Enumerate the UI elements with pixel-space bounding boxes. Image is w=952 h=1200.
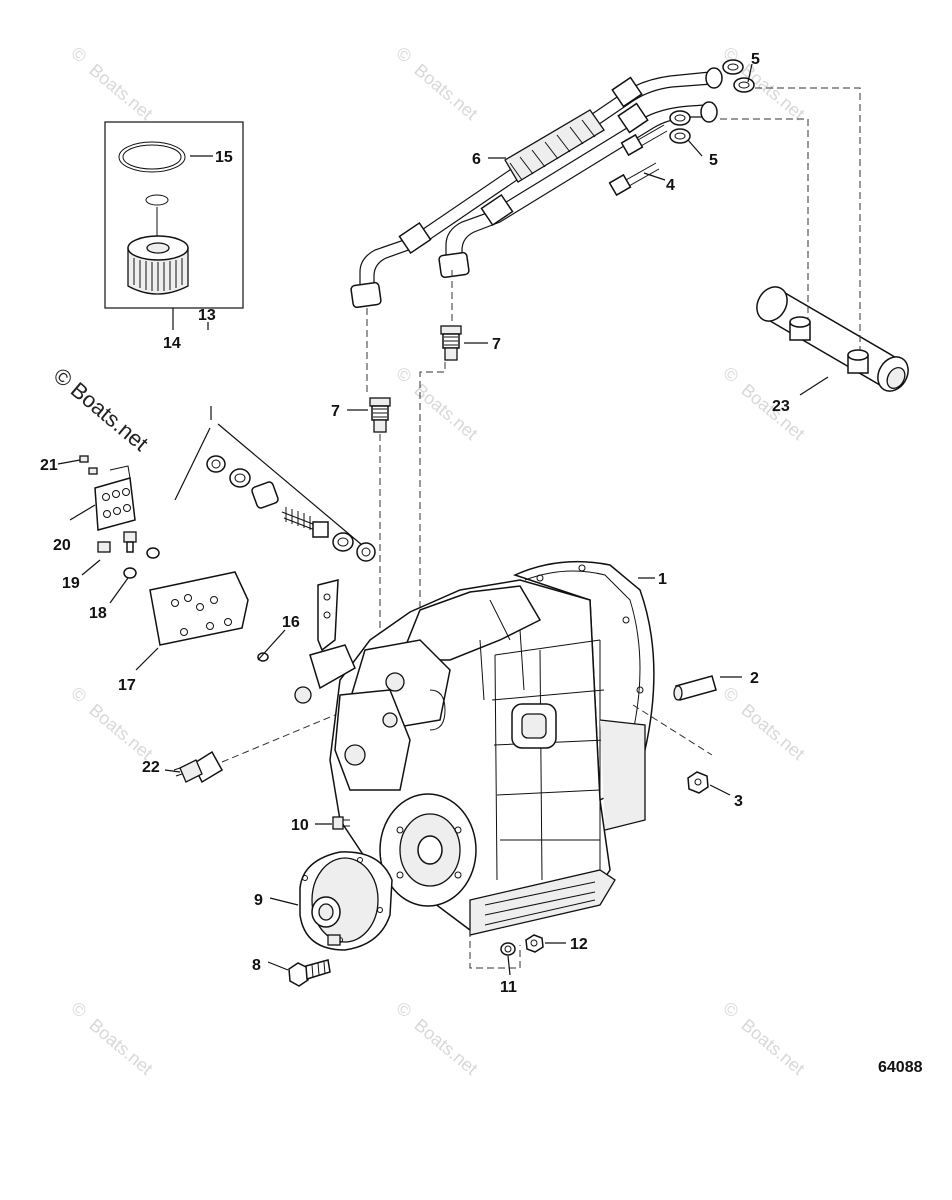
- dash-to-washer-nut: [469, 930, 521, 969]
- dash-to-nut-3: [632, 704, 713, 756]
- watermark-tile: ©: [392, 43, 415, 67]
- watermark-tiles: © Boats.net © Boats.net © Boats.net © Bo…: [67, 43, 808, 1079]
- o-ring-part: [118, 141, 186, 173]
- watermark-tile: Boats.net: [737, 1015, 808, 1079]
- watermark-tile: ©: [392, 363, 415, 387]
- callout-2: 2: [750, 670, 759, 687]
- watermark-tile: ©: [67, 683, 90, 707]
- callout-5-lower: 5: [709, 152, 718, 169]
- watermark-tile: ©: [392, 998, 415, 1022]
- callout-7-lower: 7: [331, 403, 340, 420]
- o-ring-inner: [122, 144, 182, 170]
- sealing-washer-parts: [669, 59, 755, 144]
- transmission-housing-part: [294, 560, 655, 936]
- hose-fitting-left: [350, 281, 382, 309]
- oil-cooler-part: [756, 286, 909, 392]
- diagram-number: 64088: [878, 1059, 923, 1076]
- leader-lines: [57, 63, 829, 976]
- callout-18: 18: [89, 605, 107, 622]
- watermark-tile: ©: [719, 998, 742, 1022]
- screw-21-parts: [79, 455, 98, 475]
- watermark-tile: Boats.net: [85, 1015, 156, 1079]
- mount-kit-parts: [174, 423, 376, 562]
- watermark-tile: Boats.net: [85, 60, 156, 124]
- callout-21: 21: [40, 457, 58, 474]
- callout-5-upper: 5: [751, 51, 760, 68]
- callout-12: 12: [570, 936, 588, 953]
- dash-to-sensor: [221, 714, 336, 763]
- callout-4: 4: [666, 177, 675, 194]
- watermark-tile: Boats.net: [85, 700, 156, 764]
- watermark-tile: ©: [67, 43, 90, 67]
- washer-11-part: [500, 942, 516, 956]
- screw-19-parts: [97, 531, 160, 559]
- nut-12-part: [525, 934, 544, 953]
- watermark-tile: Boats.net: [737, 700, 808, 764]
- nut-16-part: [257, 652, 269, 662]
- callout-23: 23: [772, 398, 790, 415]
- hose-fitting-right: [438, 251, 470, 279]
- filter-element-part: [127, 235, 189, 295]
- callout-9: 9: [254, 892, 263, 909]
- hose-adapter-fitting-lower: [369, 397, 391, 433]
- callout-8: 8: [252, 957, 261, 974]
- cooler-hose-assembly: [350, 67, 723, 309]
- nut-3-part: [687, 771, 709, 794]
- watermark-tile: Boats.net: [410, 380, 481, 444]
- watermark-tile: Boats.net: [410, 1015, 481, 1079]
- cooler-dashed-lines: [366, 87, 861, 640]
- watermark-tile: ©: [719, 683, 742, 707]
- washer-18-part: [123, 567, 137, 579]
- watermark-tile: ©: [719, 363, 742, 387]
- watermark-main: © Boats.net: [49, 363, 153, 456]
- watermark-tile: Boats.net: [410, 60, 481, 124]
- callout-10: 10: [291, 817, 309, 834]
- callout-3: 3: [734, 793, 743, 810]
- callout-labels: 1 2 3 4 5 5 6 7 7 8 9 10 11 12 13 14 15 …: [40, 51, 790, 996]
- bolt-8-part: [288, 959, 331, 987]
- banjo-bolt-parts: [608, 124, 668, 197]
- callout-19: 19: [62, 575, 80, 592]
- callout-6: 6: [472, 151, 481, 168]
- inset-frame: [104, 121, 244, 309]
- filter-kit-inset: [104, 121, 244, 330]
- bolt-10-part: [332, 816, 350, 830]
- bracket-20-part: [94, 465, 136, 531]
- plate-17-part: [149, 571, 249, 646]
- hose-adapter-fitting-upper: [440, 325, 462, 361]
- callout-7-upper: 7: [492, 336, 501, 353]
- coupling-flange-part: [299, 851, 393, 951]
- dowel-pin-part: [673, 675, 717, 701]
- watermark-tile: ©: [67, 998, 90, 1022]
- callout-13: 13: [198, 307, 216, 324]
- callout-16: 16: [282, 614, 300, 631]
- callout-20: 20: [53, 537, 71, 554]
- callout-1: 1: [658, 571, 667, 588]
- callout-17: 17: [118, 677, 136, 694]
- sensor-part: [173, 750, 224, 784]
- callout-14: 14: [163, 335, 181, 352]
- callout-22: 22: [142, 759, 160, 776]
- retaining-ring-part: [145, 194, 169, 206]
- callout-15: 15: [215, 149, 233, 166]
- callout-11: 11: [500, 979, 517, 996]
